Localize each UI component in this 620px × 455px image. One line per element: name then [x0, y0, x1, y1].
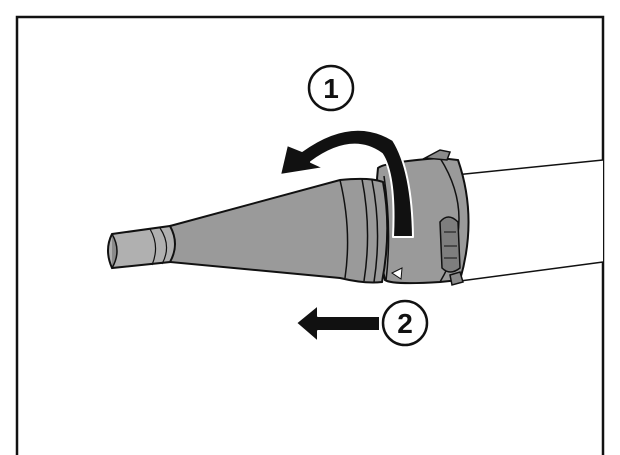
step-2-label: 2 [397, 308, 413, 339]
nozzle [169, 175, 403, 284]
left-arrow-icon [295, 304, 381, 343]
rotate-counterclockwise-arrow-icon [279, 128, 414, 238]
step-1-label: 1 [323, 73, 339, 104]
step-2-callout: 2 [381, 299, 429, 347]
nozzle-tip [107, 224, 176, 270]
blower-tube [454, 159, 604, 282]
step-1-callout: 1 [307, 64, 355, 112]
